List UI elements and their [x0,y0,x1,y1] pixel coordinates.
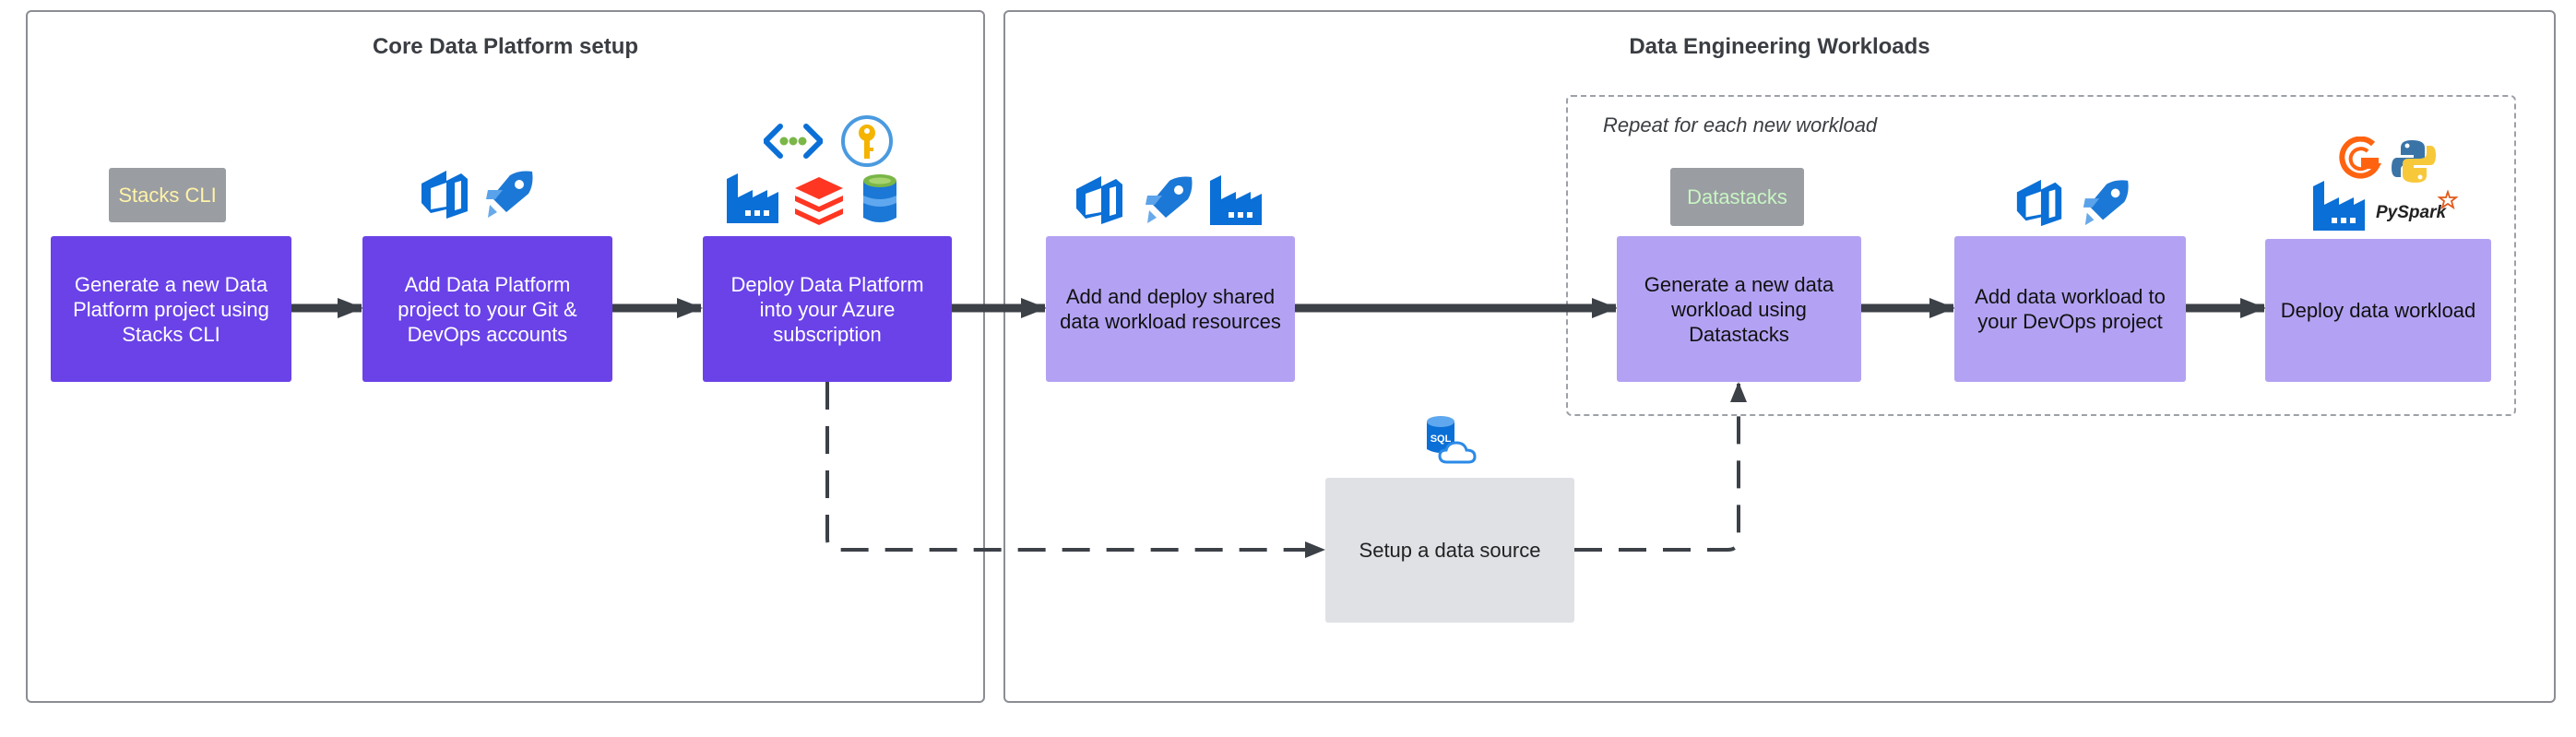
datastacks-tag: Datastacks [1670,168,1804,226]
step-shared-resources-label: Add and deploy shared data workload reso… [1060,285,1281,333]
dashed-arrow-source-to-generate-workload [1574,382,1747,552]
storage-account-icon [863,174,896,222]
azure-pipelines-icon [2083,180,2129,226]
data-engineering-title: Data Engineering Workloads [1629,34,1930,59]
step-deploy-platform[interactable]: Deploy Data Platform into your Azure sub… [703,236,952,382]
azure-devops-icon [421,171,468,219]
azure-devops-icon [2016,179,2062,227]
step-add-project-label: Add Data Platform project to your Git & … [398,272,577,346]
step-deploy-workload[interactable]: Deploy data workload [2265,239,2491,382]
step-data-source-label: Setup a data source [1359,539,1541,562]
step-generate-workload[interactable]: Generate a new data workload using Datas… [1617,236,1861,382]
step-deploy-platform-label: Deploy Data Platform into your Azure sub… [730,272,924,346]
sql-database-icon: SQL [1427,416,1477,464]
databricks-icon [795,177,843,225]
step-add-workload-label: Add data workload to your DevOps project [1975,285,2166,333]
step-generate-project-label: Generate a new Data Platform project usi… [73,272,269,346]
pyspark-icon: PySpark [2376,190,2459,222]
core-platform-title: Core Data Platform setup [372,34,639,59]
step-generate-project[interactable]: Generate a new Data Platform project usi… [51,236,291,382]
python-icon [2392,140,2436,183]
stacks-cli-tag: Stacks CLI [109,168,226,222]
azure-pipelines-icon [1146,176,1193,223]
sql-database-icon-label: SQL [1430,434,1452,445]
data-factory-icon [1210,175,1262,225]
step-deploy-workload-label: Deploy data workload [2280,299,2476,322]
step-data-source[interactable]: Setup a data source [1325,478,1574,623]
data-factory-icon [2313,181,2365,231]
pyspark-icon-label: PySpark [2376,203,2447,222]
repeat-workload-region: Repeat for each new workload [1566,95,2516,416]
repeat-workload-label: Repeat for each new workload [1603,113,1878,137]
step-add-workload[interactable]: Add data workload to your DevOps project [1954,236,2186,382]
great-expectations-icon [2339,137,2382,179]
azure-pipelines-icon [486,171,533,218]
step-shared-resources[interactable]: Add and deploy shared data workload reso… [1046,236,1295,382]
key-vault-icon [841,115,893,167]
virtual-network-icon [764,124,823,159]
dashed-arrow-deploy-to-source [825,382,1325,558]
step-generate-workload-label: Generate a new data workload using Datas… [1644,272,1834,346]
step-add-project[interactable]: Add Data Platform project to your Git & … [362,236,612,382]
data-factory-icon [727,173,778,223]
azure-devops-icon [1076,176,1122,224]
